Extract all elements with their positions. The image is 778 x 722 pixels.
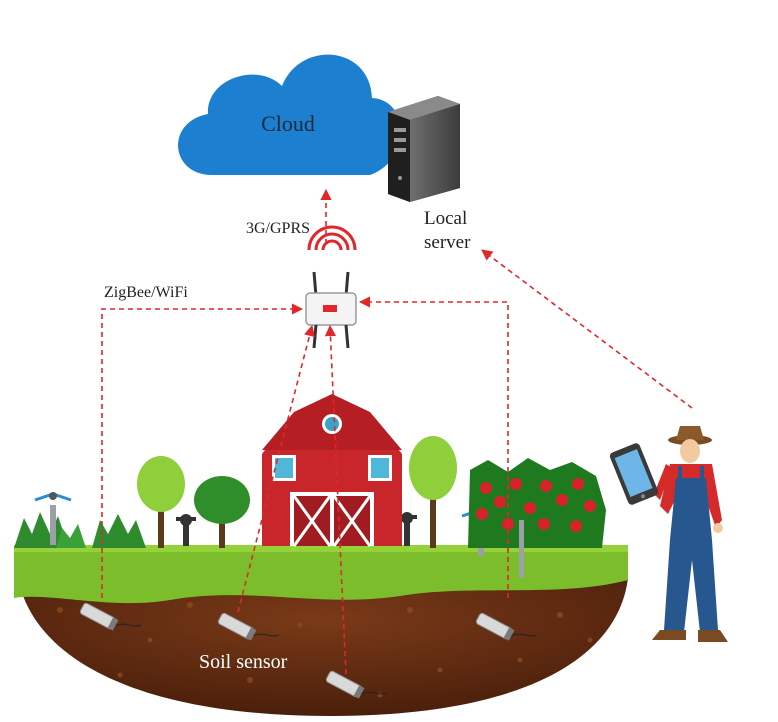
soil-sensor-icon	[217, 612, 279, 641]
soil-ground	[18, 578, 628, 716]
sprinkler-icon	[34, 492, 72, 545]
server-icon	[388, 96, 460, 202]
barn-icon	[254, 384, 410, 547]
barn-sensor-link-left	[237, 324, 315, 613]
barn-sensor-link-center	[324, 324, 347, 675]
tree-icon	[137, 456, 185, 548]
server-label-line1: Local	[424, 208, 467, 229]
gateway-icon	[305, 225, 357, 349]
cloud-icon: Cloud	[178, 54, 401, 175]
wireless-label: ZigBee/WiFi	[104, 284, 188, 301]
soil-dots	[57, 602, 593, 698]
bush-icon	[14, 512, 146, 548]
tree-icon	[409, 436, 457, 548]
farmer-icon	[652, 426, 728, 642]
cloud-label: Cloud	[261, 111, 315, 136]
sprinkler-icon	[397, 512, 417, 546]
left-sensor-link	[101, 303, 304, 598]
tomato-plant-icon	[468, 458, 606, 548]
connection-links	[101, 188, 693, 675]
sprinkler-icon	[176, 514, 196, 546]
server-label-line2: server	[424, 232, 471, 253]
soil-sensor-icon	[475, 612, 537, 641]
smartphone-icon	[609, 443, 659, 505]
soil-sensor-icon	[325, 670, 387, 699]
tree-icon	[194, 476, 250, 548]
soil-sensor-label: Soil sensor	[199, 651, 288, 673]
soil-sensor-icon	[79, 602, 141, 631]
sensor-pole	[519, 520, 524, 578]
uplink-label: 3G/GPRS	[246, 220, 310, 237]
grass-strip	[14, 545, 628, 604]
farmer-server-link	[481, 249, 693, 409]
